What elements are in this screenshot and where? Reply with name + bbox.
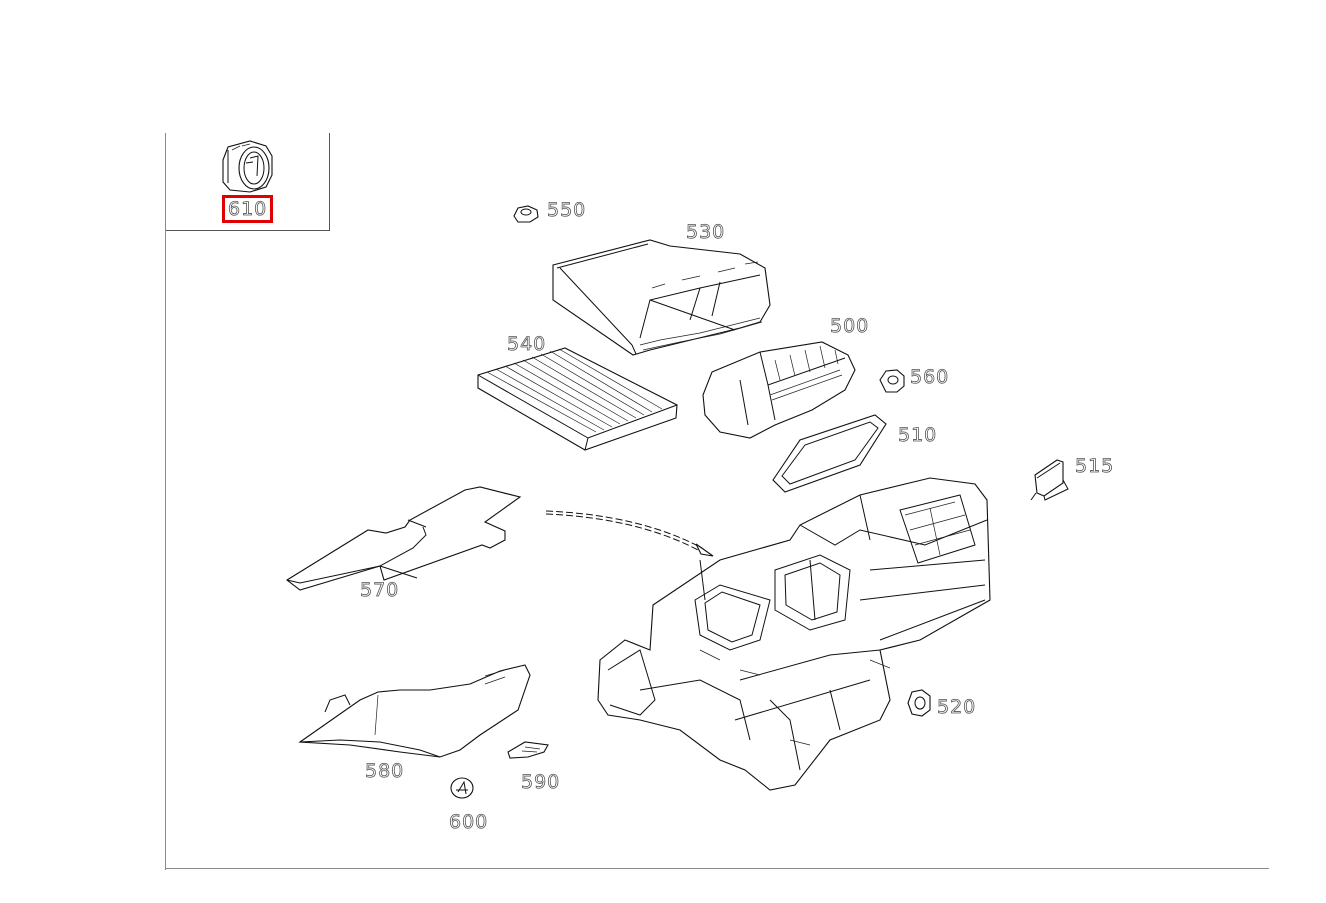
part-560-nut-icon[interactable] — [879, 369, 905, 393]
part-500-blower-housing-icon[interactable] — [702, 341, 856, 439]
part-main-hvac-unit-icon[interactable] — [597, 477, 991, 791]
callout-530[interactable]: 530 — [686, 221, 726, 243]
part-510-seal-gasket-icon[interactable] — [772, 414, 887, 493]
part-550-nut-icon[interactable] — [513, 205, 539, 223]
callout-580[interactable]: 580 — [365, 760, 405, 782]
part-610-connector-icon[interactable] — [222, 140, 273, 193]
part-570-insulation-mat-icon[interactable] — [286, 486, 522, 591]
callout-515[interactable]: 515 — [1075, 455, 1115, 477]
callout-600[interactable]: 600 — [449, 811, 489, 833]
callout-560[interactable]: 560 — [910, 366, 950, 388]
inset-box-right-border — [329, 133, 330, 231]
inset-box-bottom-border — [166, 230, 330, 231]
callout-570[interactable]: 570 — [360, 579, 400, 601]
callout-610[interactable]: 610 — [222, 195, 274, 223]
diagram-frame-bottom — [166, 868, 1269, 869]
part-540-cabin-filter-icon[interactable] — [477, 347, 678, 451]
callout-550[interactable]: 550 — [547, 199, 587, 221]
callout-540[interactable]: 540 — [507, 333, 547, 355]
part-590-retaining-clip-icon[interactable] — [507, 741, 549, 759]
callout-590[interactable]: 590 — [521, 771, 561, 793]
diagram-frame-left — [165, 133, 166, 870]
assembly-arrow — [545, 510, 714, 557]
part-580-duct-cover-icon[interactable] — [298, 664, 531, 758]
callout-500[interactable]: 500 — [830, 315, 870, 337]
part-520-nut-icon[interactable] — [907, 689, 931, 717]
part-600-push-rivet-icon[interactable] — [450, 777, 474, 799]
callout-520[interactable]: 520 — [937, 696, 977, 718]
part-515-clip-icon[interactable] — [1030, 459, 1069, 501]
callout-510[interactable]: 510 — [898, 424, 938, 446]
part-530-filter-housing-icon[interactable] — [552, 239, 771, 356]
